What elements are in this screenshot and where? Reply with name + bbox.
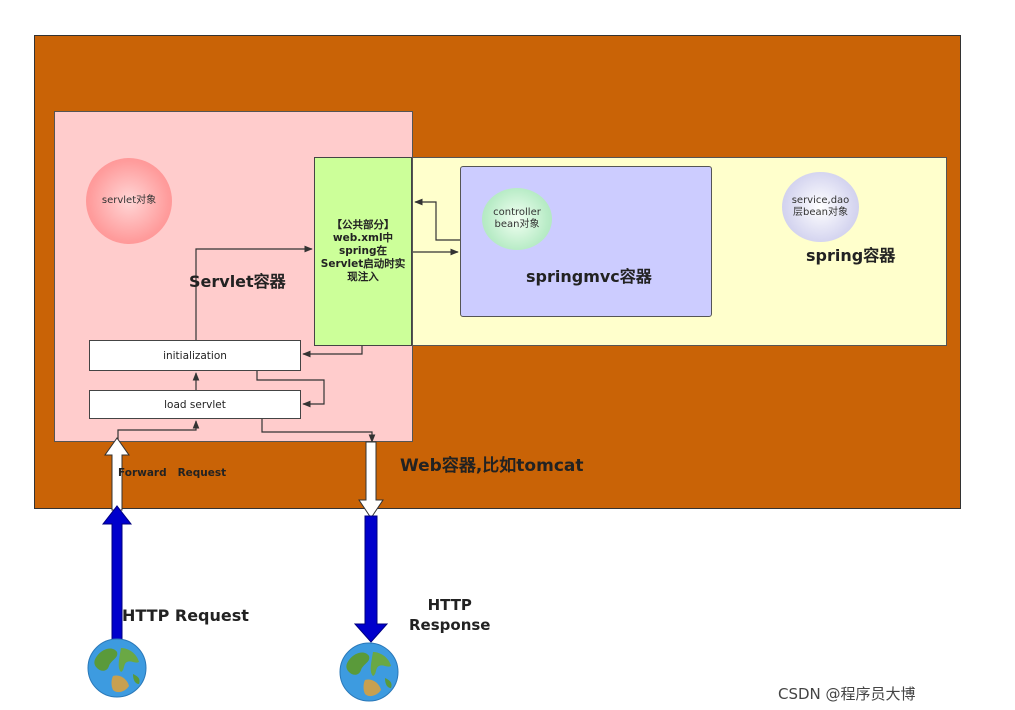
- globe-icon: [87, 638, 147, 698]
- forward-request-hollow-arrow: [104, 437, 130, 511]
- load-servlet-label: load servlet: [164, 398, 226, 411]
- watermark-text: CSDN @程序员大博: [778, 685, 916, 703]
- mvc-to-shared-arrow: [414, 198, 460, 241]
- service-dao-bean-circle: service,dao 层bean对象: [782, 172, 859, 242]
- init-to-load-arrow: [256, 371, 325, 408]
- springmvc-container-label: springmvc容器: [526, 267, 652, 286]
- initialization-label: initialization: [163, 349, 227, 362]
- http-response-blue-arrow: [353, 515, 389, 643]
- forward-request-label: Forward Request: [118, 467, 227, 479]
- shared-to-init-arrow: [302, 346, 363, 358]
- spring-container-label: spring容器: [806, 246, 896, 265]
- load-to-response-arrow: [261, 419, 376, 443]
- shared-section-label: 【公共部分】 web.xml中 spring在 Servlet启动时实 现注入: [320, 219, 406, 283]
- servlet-object-circle: servlet对象: [86, 158, 172, 244]
- servlet-container-label: Servlet容器: [189, 272, 286, 291]
- http-request-label: HTTP Request: [122, 606, 249, 625]
- init-to-shared-arrow: [195, 245, 313, 340]
- load-servlet-box: load servlet: [89, 390, 301, 419]
- response-hollow-arrow: [358, 441, 384, 519]
- controller-bean-circle: controller bean对象: [482, 188, 552, 250]
- globe-icon: [339, 642, 399, 702]
- web-container-label: Web容器,比如tomcat: [400, 456, 584, 476]
- shared-section-box: 【公共部分】 web.xml中 spring在 Servlet启动时实 现注入: [314, 157, 412, 346]
- http-request-blue-arrow: [101, 505, 133, 641]
- entry-to-load-arrow: [117, 420, 200, 440]
- initialization-box: initialization: [89, 340, 301, 371]
- servlet-object-label: servlet对象: [101, 195, 157, 206]
- service-dao-bean-label: service,dao 层bean对象: [791, 195, 850, 218]
- http-response-label: HTTP Response: [409, 596, 491, 634]
- controller-bean-label: controller bean对象: [493, 207, 541, 230]
